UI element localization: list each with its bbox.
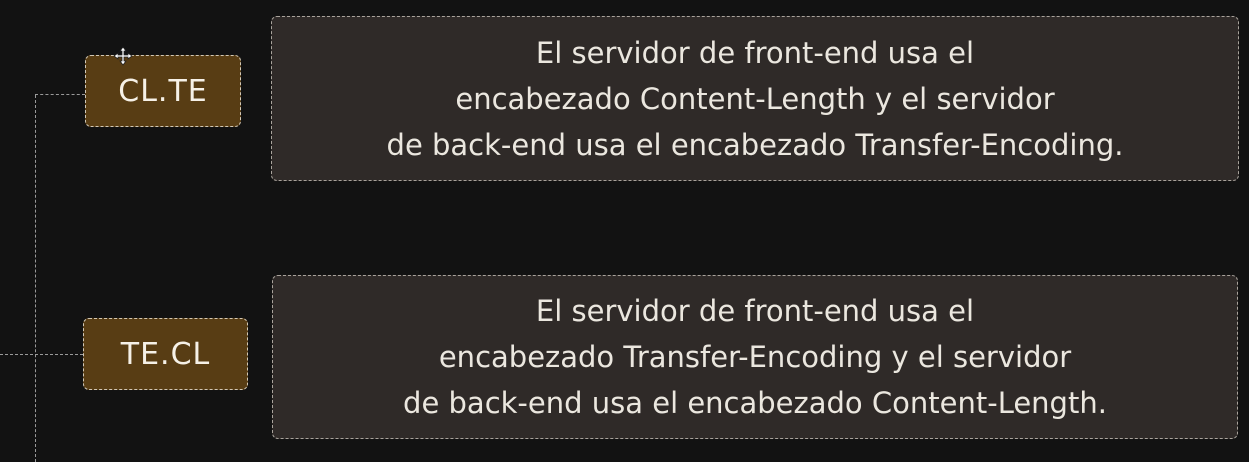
description-line: El servidor de front-end usa el [535, 35, 975, 70]
node-clte-label-text: CL.TE [118, 73, 208, 109]
connector-clte [35, 94, 85, 95]
node-tecl-description[interactable]: El servidor de front-end usa el encabeza… [272, 275, 1238, 439]
description-line: encabezado Transfer-Encoding y el servid… [438, 340, 1072, 374]
description-line: de back-end usa el encabezado Transfer-E… [386, 127, 1124, 162]
description-line: encabezado Content-Length y el servidor [455, 81, 1055, 116]
tree-connector-vertical [35, 95, 36, 462]
description-line: de back-end usa el encabezado Content-Le… [403, 386, 1107, 420]
node-clte-label[interactable]: CL.TE [85, 55, 241, 127]
connector-tecl [0, 354, 83, 355]
move-cursor-icon [113, 46, 133, 66]
node-tecl-label[interactable]: TE.CL [83, 318, 248, 390]
description-line: El servidor de front-end usa el [535, 294, 975, 328]
node-tecl-label-text: TE.CL [120, 336, 211, 372]
node-clte-description[interactable]: El servidor de front-end usa el encabeza… [271, 16, 1239, 181]
